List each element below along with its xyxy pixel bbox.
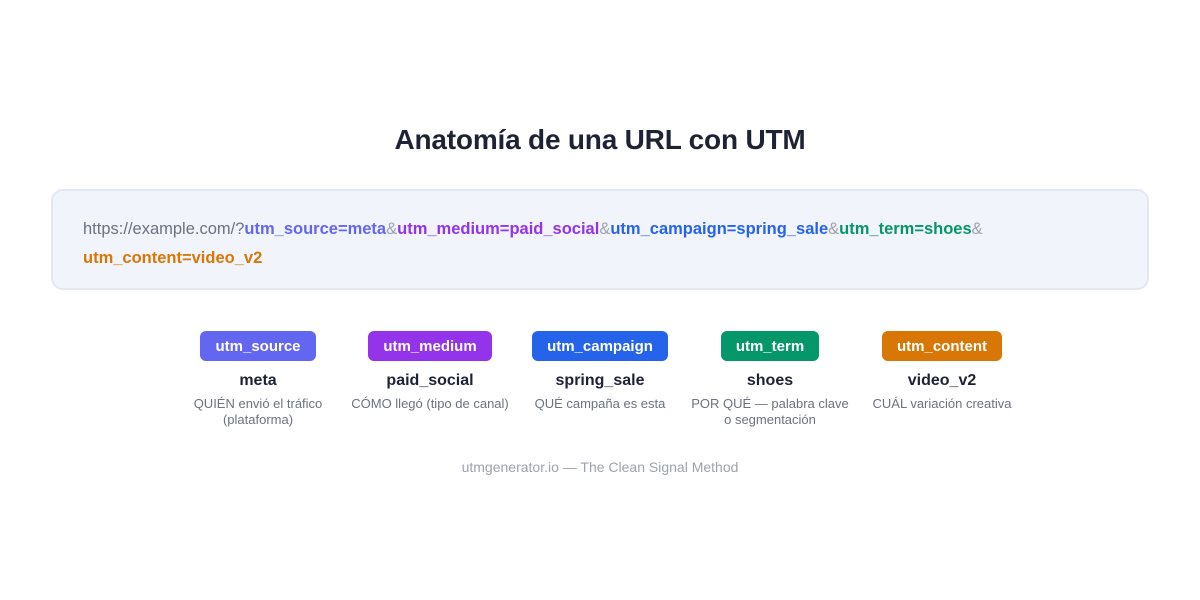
- url-line-2: utm_content=video_v2: [83, 244, 1117, 273]
- parameter-description: CUÁL variación creativa: [872, 396, 1012, 411]
- url-separator: &: [971, 220, 983, 238]
- badge-utm-source: utm_source: [200, 331, 316, 361]
- url-separator: &: [386, 220, 398, 238]
- parameter-description: QUIÉN envió el tráfico (plataforma): [193, 396, 323, 427]
- parameter-medium: utm_medium paid_social CÓMO llegó (tipo …: [345, 331, 515, 412]
- parameter-description: QUÉ campaña es esta: [534, 396, 666, 411]
- url-separator: &: [828, 220, 840, 238]
- url-line-1: https://example.com/?utm_source=meta&utm…: [83, 215, 1117, 244]
- page-title: Anatomía de una URL con UTM: [394, 124, 806, 155]
- badge-utm-term: utm_term: [720, 331, 820, 361]
- parameter-legend: utm_source meta QUIÉN envió el tráfico (…: [0, 331, 1200, 441]
- parameter-content: utm_content video_v2 CUÁL variación crea…: [857, 331, 1027, 412]
- parameter-term: utm_term shoes POR QUÉ — palabra clave o…: [685, 331, 855, 428]
- parameter-value: meta: [239, 372, 277, 389]
- footer-credit: utmgenerator.io — The Clean Signal Metho…: [461, 459, 739, 475]
- parameter-value: paid_social: [386, 372, 474, 389]
- parameter-value: spring_sale: [555, 372, 645, 389]
- url-base: https://example.com/?: [83, 220, 245, 238]
- parameter-value: video_v2: [907, 372, 977, 389]
- url-param-content: utm_content=video_v2: [83, 249, 263, 267]
- url-param-term: utm_term=shoes: [839, 220, 972, 238]
- url-separator: &: [599, 220, 611, 238]
- parameter-description: POR QUÉ — palabra clave o segmentación: [691, 396, 849, 427]
- badge-utm-medium: utm_medium: [368, 331, 492, 361]
- url-param-campaign: utm_campaign=spring_sale: [610, 220, 829, 238]
- parameter-source: utm_source meta QUIÉN envió el tráfico (…: [173, 331, 343, 428]
- url-param-medium: utm_medium=paid_social: [397, 220, 600, 238]
- badge-utm-campaign: utm_campaign: [532, 331, 668, 361]
- url-example-box: https://example.com/?utm_source=meta&utm…: [51, 189, 1149, 290]
- url-param-source: utm_source=meta: [244, 220, 387, 238]
- parameter-description: CÓMO llegó (tipo de canal): [351, 396, 509, 411]
- badge-utm-content: utm_content: [882, 331, 1002, 361]
- parameter-campaign: utm_campaign spring_sale QUÉ campaña es …: [515, 331, 685, 412]
- parameter-value: shoes: [746, 372, 794, 389]
